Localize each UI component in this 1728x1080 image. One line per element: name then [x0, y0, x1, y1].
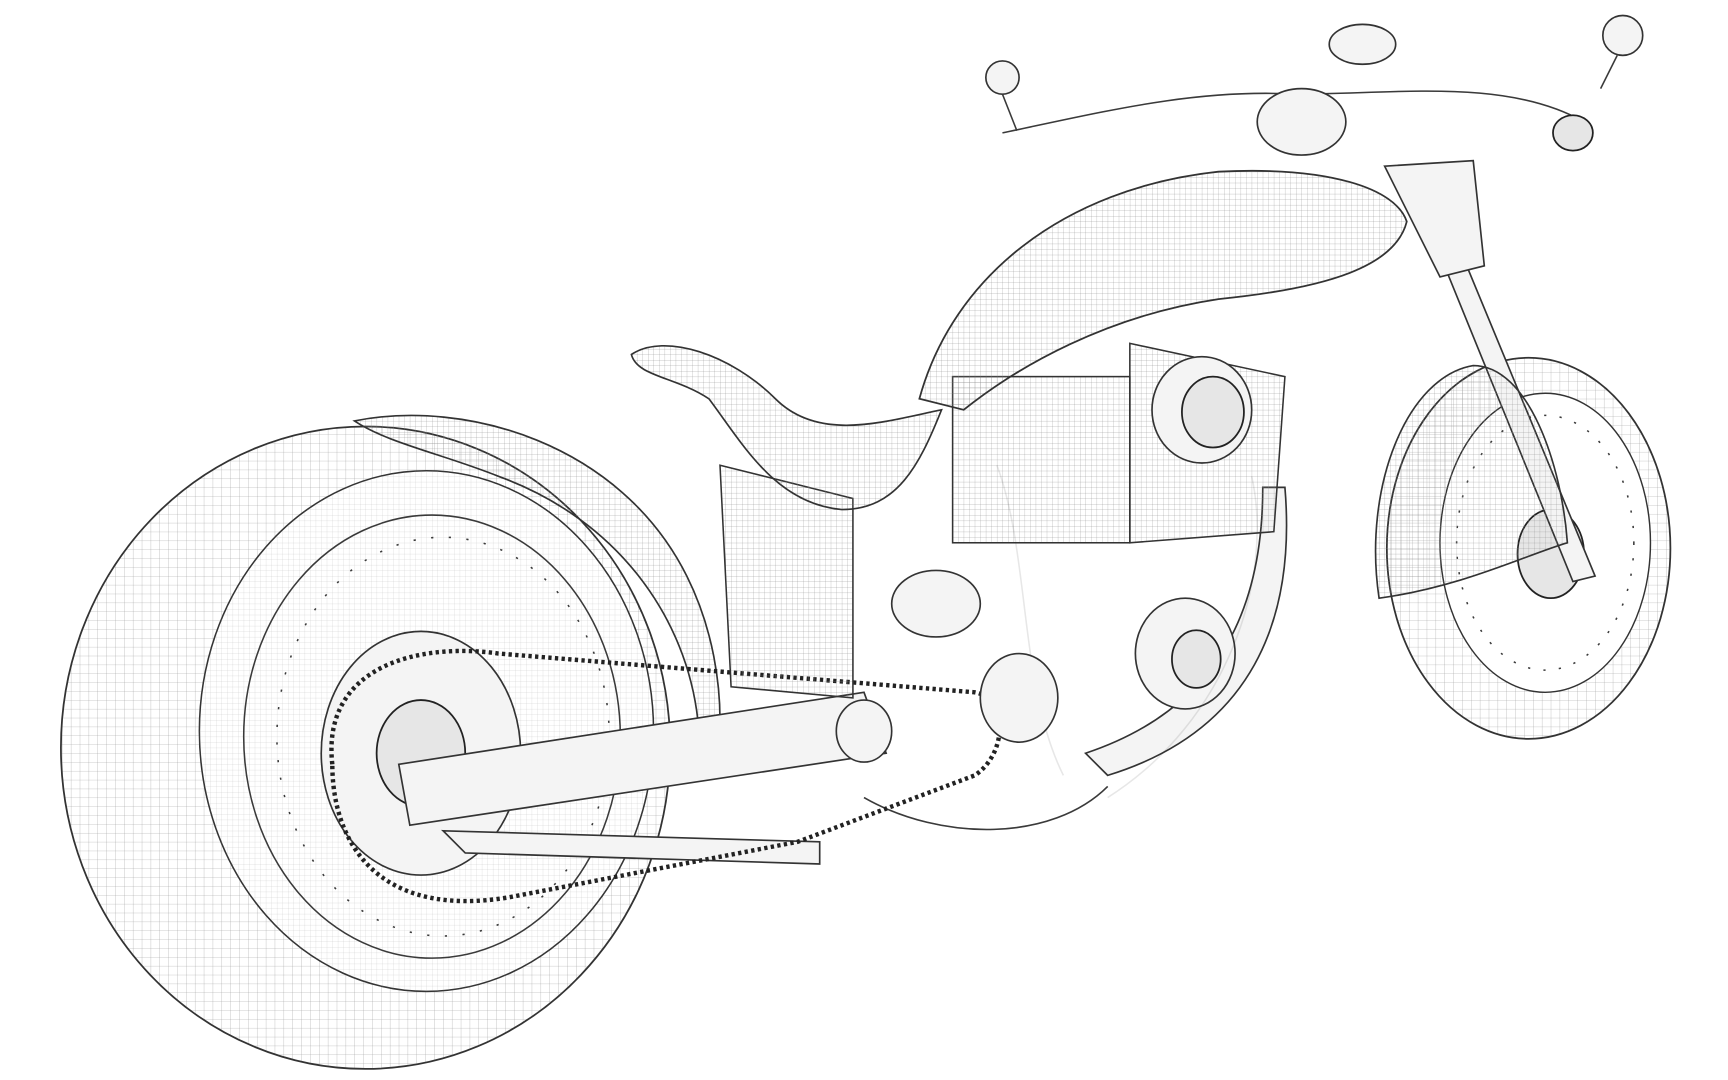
rear-wheel — [60, 425, 672, 1070]
seat — [630, 344, 943, 511]
right-mirror — [1602, 14, 1644, 57]
fuel-tank — [918, 170, 1408, 411]
handlebar — [985, 14, 1644, 156]
front-fender — [1374, 364, 1569, 600]
swingarm — [397, 691, 888, 827]
engine — [835, 342, 1286, 799]
left-mirror — [985, 60, 1020, 95]
drive-chain — [329, 648, 1002, 904]
